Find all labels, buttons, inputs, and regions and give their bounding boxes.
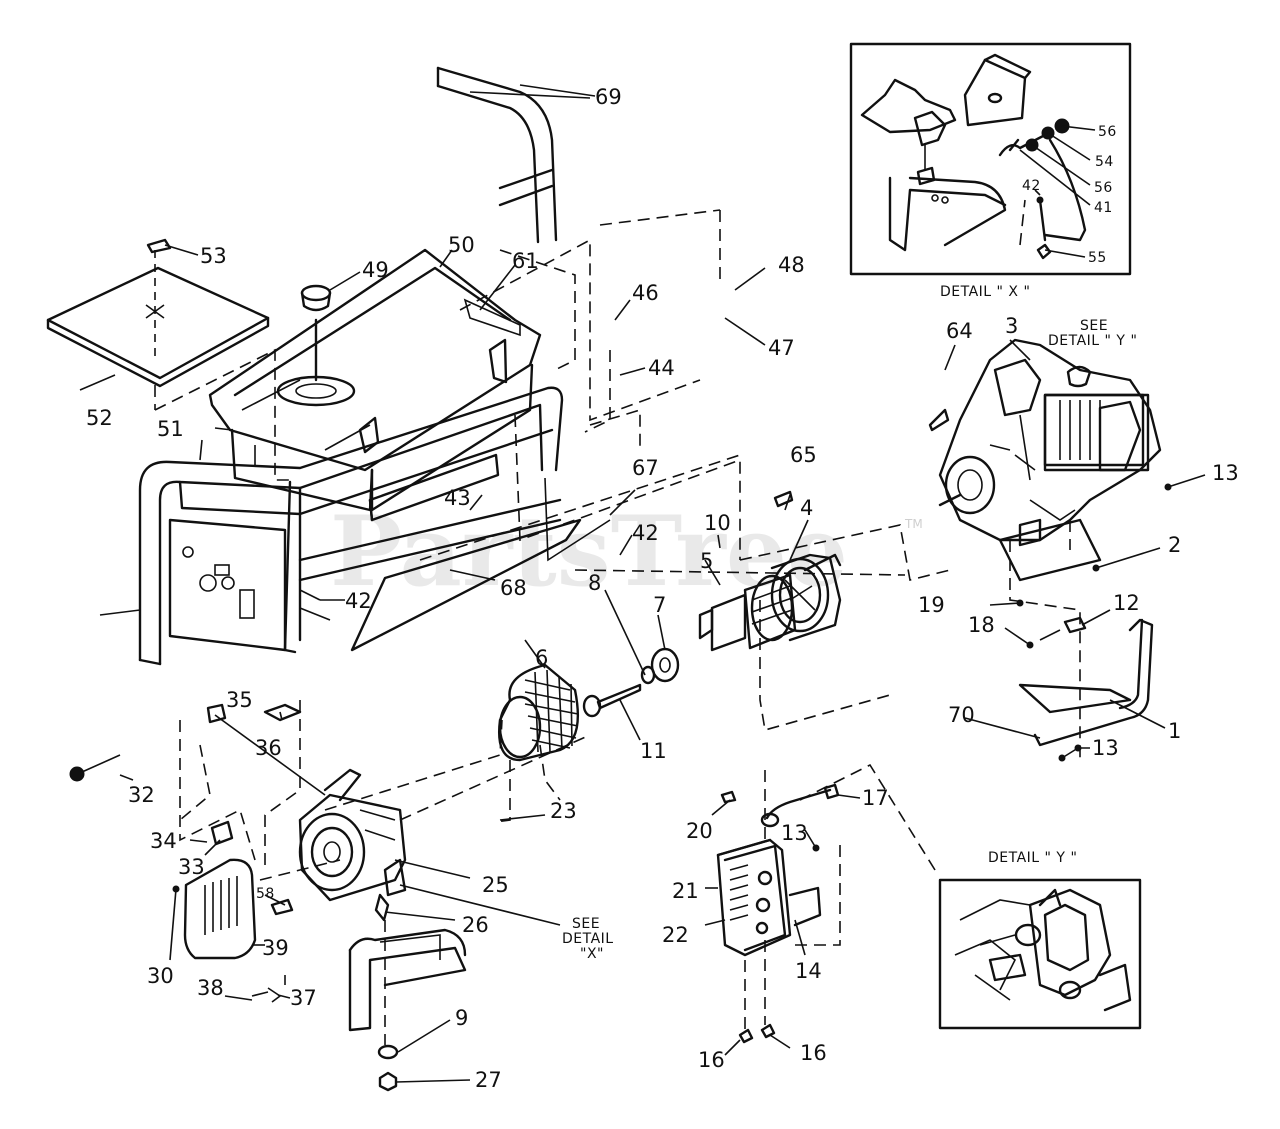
label-13a: 13 (1212, 461, 1239, 485)
watermark-tm: TM (904, 517, 923, 531)
label-37: 37 (290, 986, 317, 1010)
label-23: 23 (550, 799, 577, 823)
label-47: 47 (768, 336, 795, 360)
rotor-assembly (698, 553, 842, 652)
through-bolt (582, 683, 642, 718)
label-50: 50 (448, 233, 475, 257)
label-38: 38 (197, 976, 224, 1000)
label-26: 26 (462, 913, 489, 937)
label-5: 5 (700, 549, 713, 573)
bearing-washer (640, 647, 680, 685)
label-30: 30 (147, 964, 174, 988)
see-detail-y-line1: SEE (1080, 318, 1108, 334)
watermark: PartsTree TM (330, 495, 923, 608)
label-42b: 42 (345, 589, 372, 613)
small-parts-left (69, 703, 302, 1003)
rear-bearing-carrier (298, 768, 407, 902)
label-13b: 13 (1092, 736, 1119, 760)
label-52: 52 (86, 406, 113, 430)
label-36: 36 (255, 736, 282, 760)
label-1: 1 (1168, 719, 1181, 743)
label-21: 21 (672, 879, 699, 903)
rear-cover (183, 858, 257, 960)
label-69: 69 (595, 85, 622, 109)
label-13c: 13 (781, 821, 808, 845)
label-20: 20 (686, 819, 713, 843)
label-7: 7 (653, 593, 666, 617)
label-32: 32 (128, 783, 155, 807)
part-labels: 69 53 49 50 61 48 46 47 44 52 51 64 3 13… (86, 85, 1239, 1092)
leader-lines (79, 84, 1206, 1083)
label-70: 70 (948, 703, 975, 727)
label-22: 22 (662, 923, 689, 947)
label-35: 35 (226, 688, 253, 712)
label-56a: 56 (1098, 124, 1117, 140)
label-10: 10 (704, 511, 731, 535)
label-18: 18 (968, 613, 995, 637)
detail-x-caption: DETAIL " X " (940, 284, 1030, 300)
lifting-handle (436, 66, 591, 244)
label-27: 27 (475, 1068, 502, 1092)
label-65: 65 (790, 443, 817, 467)
detail-y-caption: DETAIL " Y " (988, 850, 1077, 866)
assembly-lines-lower (179, 700, 591, 985)
see-detail-x-line3: "X" (580, 946, 604, 962)
label-19: 19 (918, 593, 945, 617)
label-58: 58 (256, 886, 275, 902)
fuel-tank (208, 248, 542, 512)
see-detail-x-line1: SEE (572, 916, 600, 932)
label-8: 8 (588, 571, 601, 595)
label-44: 44 (648, 356, 675, 380)
tag-64 (928, 408, 950, 432)
label-43: 43 (444, 486, 471, 510)
label-4: 4 (800, 496, 813, 520)
assembly-lines-upper (154, 209, 1081, 760)
label-2: 2 (1168, 533, 1181, 557)
label-11: 11 (640, 739, 667, 763)
label-39: 39 (262, 936, 289, 960)
detail-y-box (938, 878, 1142, 1030)
muffler (716, 763, 936, 1044)
label-12: 12 (1113, 591, 1140, 615)
control-cover-panel (46, 238, 270, 410)
label-16a: 16 (698, 1048, 725, 1072)
label-33: 33 (178, 855, 205, 879)
label-61: 61 (512, 249, 539, 273)
see-detail-y-marker (1043, 393, 1150, 472)
engine-mount-bracket (1016, 483, 1172, 762)
fuel-cap (300, 284, 332, 312)
label-56b: 56 (1094, 180, 1113, 196)
label-54: 54 (1095, 154, 1114, 170)
label-16b: 16 (800, 1041, 827, 1065)
stator (498, 663, 579, 762)
detail-x-box (849, 42, 1132, 276)
label-46: 46 (632, 281, 659, 305)
label-42c: 42 (1022, 178, 1041, 194)
label-3: 3 (1005, 314, 1018, 338)
label-9: 9 (455, 1006, 468, 1030)
see-detail-x-line2: DETAIL (562, 931, 614, 947)
label-34: 34 (150, 829, 177, 853)
label-41: 41 (1094, 200, 1113, 216)
label-67: 67 (632, 456, 659, 480)
label-68: 68 (500, 576, 527, 600)
label-25: 25 (482, 873, 509, 897)
label-14: 14 (795, 959, 822, 983)
label-48: 48 (778, 253, 805, 277)
see-detail-y-line2: DETAIL " Y " (1048, 333, 1137, 349)
label-42a: 42 (632, 521, 659, 545)
label-6: 6 (535, 646, 548, 670)
label-51: 51 (157, 417, 184, 441)
rear-mount-foot (348, 893, 467, 1092)
label-49: 49 (362, 258, 389, 282)
engine (938, 338, 1162, 582)
label-53: 53 (200, 244, 227, 268)
frame-cradle (99, 386, 611, 666)
tag-65 (773, 490, 794, 508)
label-55: 55 (1088, 250, 1107, 266)
watermark-text: PartsTree (330, 495, 848, 608)
label-64: 64 (946, 319, 973, 343)
label-17: 17 (862, 786, 889, 810)
